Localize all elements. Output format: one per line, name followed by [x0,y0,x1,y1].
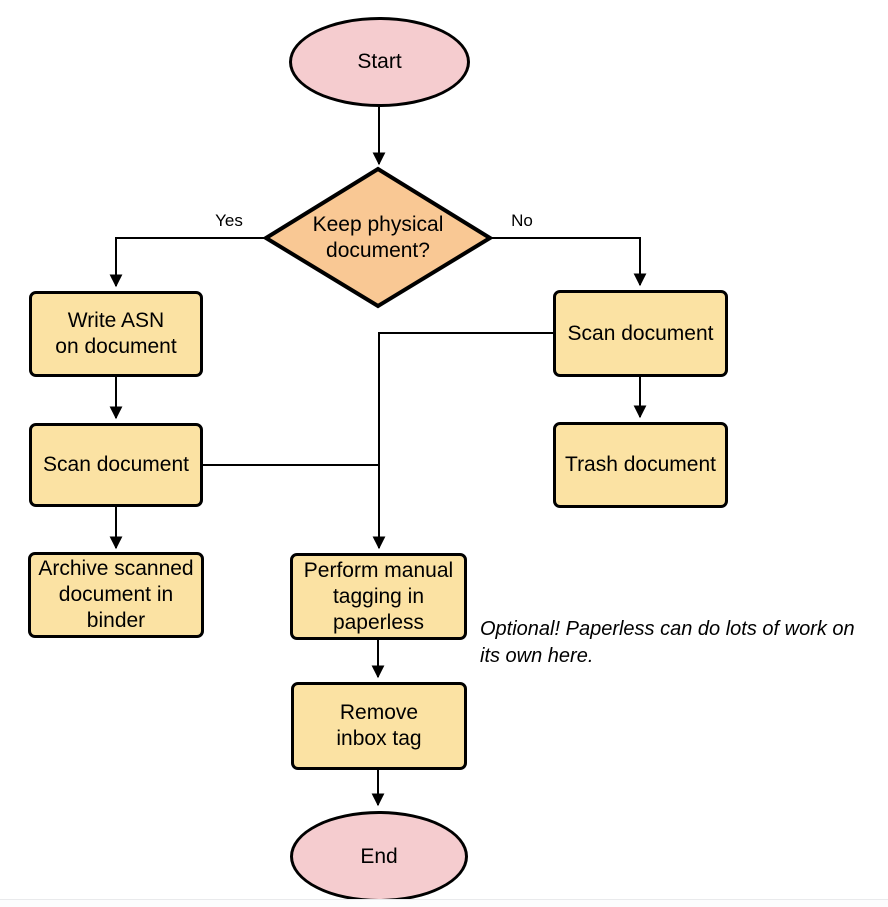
node-start-label: Start [357,50,402,73]
connector-yes-branch [109,237,266,288]
node-scan-document-right: Scan document [553,290,728,377]
optional-note-text: Optional! Paperless can do lots of work … [480,618,855,667]
edge-label-no: No [511,211,533,230]
node-archive-scanned-label: Archive scanned document in binder [38,557,194,632]
node-scan-document-right-label: Scan document [567,321,714,345]
node-start: Start [289,17,470,107]
node-decision-label: Keep physical document? [312,213,444,262]
node-remove-inbox-tag-label: Remove inbox tag [336,701,422,750]
node-end-label: End [360,844,398,868]
node-trash-document: Trash document [553,422,728,508]
bottom-divider [0,899,888,900]
decision-diamond-shape [262,166,494,309]
node-manual-tagging: Perform manual tagging in paperless [290,553,467,640]
node-scan-document-left: Scan document [29,423,203,507]
node-archive-scanned: Archive scanned document in binder [28,552,204,638]
bottom-strip [0,900,888,907]
node-manual-tagging-label: Perform manual tagging in paperless [303,558,454,634]
node-decision: Keep physical document? [278,209,478,267]
node-scan-document-left-label: Scan document [43,453,189,476]
connector-scanright-to-tagging [372,332,553,550]
optional-note: Optional! Paperless can do lots of work … [480,589,880,670]
node-write-asn: Write ASN on document [29,291,203,377]
node-write-asn-label: Write ASN on document [55,309,177,358]
connector-no-branch [490,237,647,287]
node-end: End [290,811,468,902]
node-trash-document-label: Trash document [565,453,716,476]
edge-label-yes: Yes [215,211,243,230]
node-remove-inbox-tag: Remove inbox tag [291,682,467,770]
